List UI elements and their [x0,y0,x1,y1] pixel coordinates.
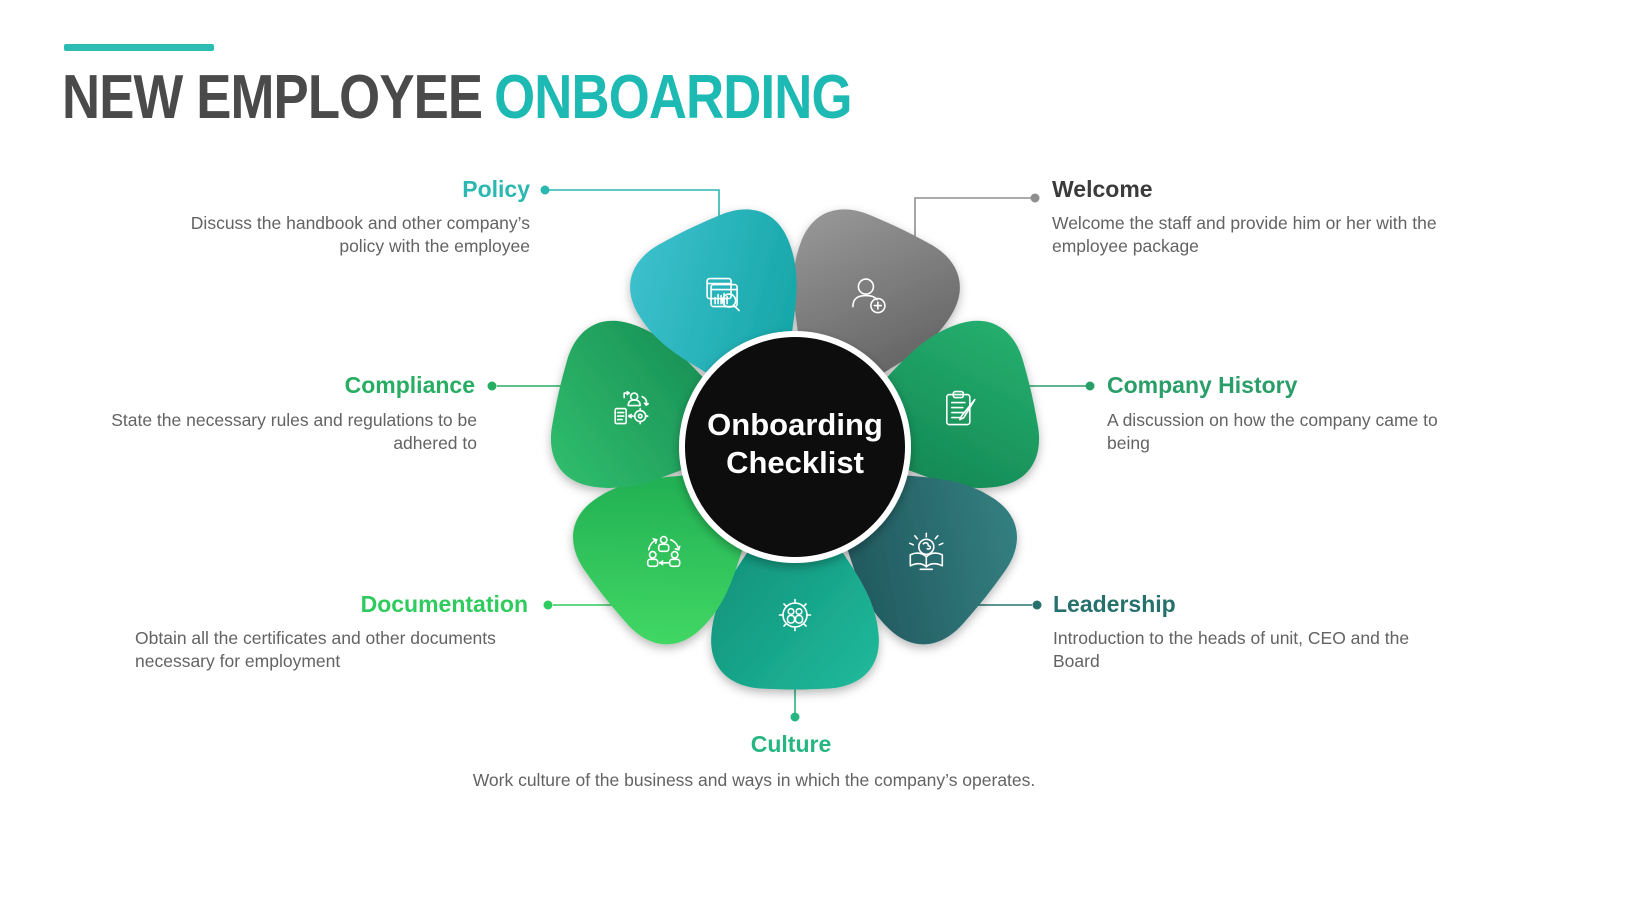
analytics-search-icon [706,277,740,312]
segment-label-welcome: Welcome [1052,176,1153,202]
segment-label-leadership: Leadership [1053,591,1176,617]
segment-desc-welcome: Welcome the staff and provide him or her… [1052,213,1437,257]
add-user-icon [852,278,886,314]
segment-desc-policy: Discuss the handbook and other company’s… [190,213,530,257]
clipboard-pencil-icon [946,390,976,426]
segment-label-compliance: Compliance [344,372,475,398]
segment-label-policy: Policy [462,176,530,202]
segment-desc-compliance: State the necessary rules and regulation… [111,410,477,454]
connector-dot-compliance [487,381,497,391]
connector-dot-company-history [1085,381,1095,391]
petal-icons [614,277,976,632]
segment-label-company-history: Company History [1107,372,1298,398]
onboarding-flower-diagram: Onboarding Checklist [487,185,1095,722]
connector-dot-documentation [543,600,553,610]
segment-label-culture: Culture [750,731,832,757]
segment-desc-company-history: A discussion on how the company came to … [1107,410,1438,454]
book-brain-icon [909,532,944,571]
people-network-icon [646,535,681,568]
connector-dot-leadership [1032,600,1042,610]
segment-desc-leadership: Introduction to the heads of unit, CEO a… [1053,628,1410,672]
page-title-part1: NEW EMPLOYEE [62,63,483,132]
connector-dot-culture [790,712,800,722]
connector-dot-policy [540,185,550,195]
center-title-line1: Onboarding [707,407,883,442]
connector-dot-welcome [1030,193,1040,203]
center-title-line2: Checklist [726,445,864,480]
segment-desc-culture: Work culture of the business and ways in… [472,770,1036,790]
segment-label-documentation: Documentation [360,591,528,617]
segment-desc-documentation: Obtain all the certificates and other do… [135,628,496,672]
title-accent-bar [64,44,214,51]
center-circle: Onboarding Checklist [679,331,911,563]
page-title-part2: ONBOARDING [494,63,852,132]
person-process-gear-icon [614,390,649,425]
gear-people-icon [778,598,812,632]
